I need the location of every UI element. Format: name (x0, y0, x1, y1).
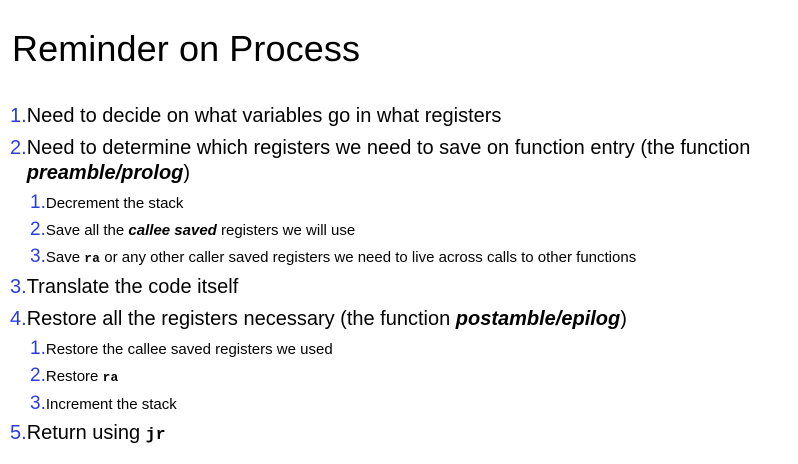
outline-subitem: 2.Save all the callee saved registers we… (0, 220, 798, 240)
outline-item-text: Restore all the registers necessary (the… (26, 308, 627, 330)
outline-subitem-text: Save ra or any other caller saved regist… (45, 249, 637, 266)
outline-item-text: Need to decide on what variables go in w… (26, 105, 502, 127)
outline-sublist: 1.Restore the callee saved registers we … (0, 339, 798, 414)
outline-item-text: Return using jr (26, 422, 166, 444)
outline-subitem-text: Decrement the stack (45, 195, 184, 212)
outline-subitem-text: Restore the callee saved registers we us… (45, 341, 333, 358)
outline-subitem-number: 2. (30, 219, 46, 240)
outline-subitem-number: 2. (30, 365, 46, 386)
outline-item: 3.Translate the code itself (0, 275, 798, 300)
outline-subitem: 3.Increment the stack (0, 394, 798, 414)
outline-item-number: 4. (10, 308, 27, 330)
outline-subitem-text: Increment the stack (45, 396, 177, 413)
outline-sublist: 1.Decrement the stack 2.Save all the call… (0, 193, 798, 268)
outline-subitem-number: 3. (30, 246, 46, 267)
outline-item-number: 2. (10, 137, 27, 159)
outline-item-number: 5. (10, 422, 27, 444)
outline-subitem: 3.Save ra or any other caller saved regi… (0, 247, 798, 268)
outline-item-text: Translate the code itself (26, 276, 239, 298)
outline-subitem: 2.Restore ra (0, 366, 798, 387)
outline-item-text: Need to determine which registers we nee… (26, 137, 751, 184)
outline-subitem-number: 1. (30, 192, 46, 213)
outline-item: 4.Restore all the registers necessary (t… (0, 307, 798, 332)
outline-subitem: 1.Decrement the stack (0, 193, 798, 213)
page-title: Reminder on Process (12, 28, 361, 70)
outline-subitem-text: Save all the callee saved registers we w… (45, 222, 356, 239)
outline-list: 1.Need to decide on what variables go in… (0, 104, 798, 454)
outline-subitem: 1.Restore the callee saved registers we … (0, 339, 798, 359)
outline-item: 5.Return using jr (0, 421, 798, 447)
outline-subitem-text: Restore ra (45, 368, 119, 385)
outline-item: 2.Need to determine which registers we n… (0, 136, 798, 186)
outline-item: 1.Need to decide on what variables go in… (0, 104, 798, 129)
outline-subitem-number: 1. (30, 338, 46, 359)
outline-item-number: 1. (10, 105, 27, 127)
outline-item-number: 3. (10, 276, 27, 298)
outline-subitem-number: 3. (30, 393, 46, 414)
